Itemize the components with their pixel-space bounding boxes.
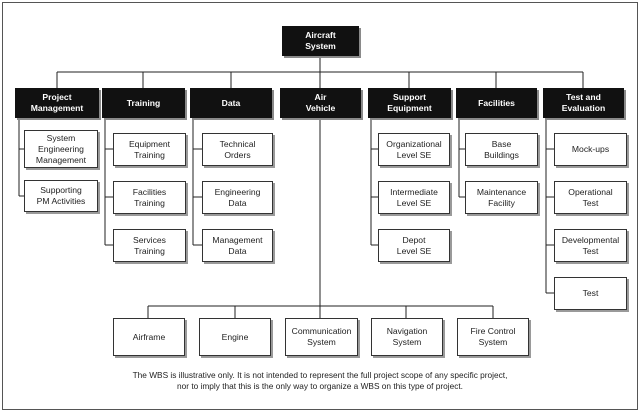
root-aircraft-system: Aircraft System (282, 26, 359, 56)
diagram-frame (2, 2, 638, 410)
category-training: Training (102, 88, 185, 118)
wbs-item-developmental-test: Developmental Test (554, 229, 627, 262)
category-air-vehicle: Air Vehicle (280, 88, 361, 118)
wbs-item-intermediate-level-se: Intermediate Level SE (378, 181, 450, 214)
wbs-item-organizational-level-se: Organizational Level SE (378, 133, 450, 166)
wbs-item-technical-orders: Technical Orders (202, 133, 273, 166)
wbs-item-supporting-pm-activities: Supporting PM Activities (24, 180, 98, 212)
wbs-item-base-buildings: Base Buildings (465, 133, 538, 166)
wbs-item-fire-control-system: Fire Control System (457, 318, 529, 356)
wbs-item-mock-ups: Mock-ups (554, 133, 627, 166)
wbs-item-airframe: Airframe (113, 318, 185, 356)
wbs-item-equipment-training: Equipment Training (113, 133, 186, 166)
wbs-item-depot-level-se: Depot Level SE (378, 229, 450, 262)
category-project-management: Project Management (15, 88, 99, 118)
category-data: Data (190, 88, 272, 118)
wbs-item-management-data: Management Data (202, 229, 273, 262)
disclaimer-note: The WBS is illustrative only. It is not … (132, 370, 508, 391)
wbs-item-engine: Engine (199, 318, 271, 356)
wbs-item-communication-system: Communication System (285, 318, 358, 356)
wbs-item-facilities-training: Facilities Training (113, 181, 186, 214)
wbs-item-engineering-data: Engineering Data (202, 181, 273, 214)
wbs-item-maintenance-facility: Maintenance Facility (465, 181, 538, 214)
category-support-equipment: Support Equipment (368, 88, 451, 118)
wbs-item-system-engineering-management: System Engineering Management (24, 130, 98, 168)
category-facilities: Facilities (456, 88, 537, 118)
wbs-item-navigation-system: Navigation System (371, 318, 443, 356)
wbs-item-test: Test (554, 277, 627, 310)
wbs-item-services-training: Services Training (113, 229, 186, 262)
category-test-and-evaluation: Test and Evaluation (543, 88, 624, 118)
wbs-item-operational-test: Operational Test (554, 181, 627, 214)
